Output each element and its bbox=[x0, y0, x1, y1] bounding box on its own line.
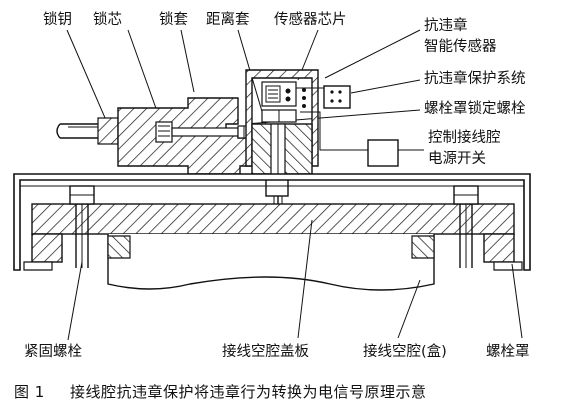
bottom-leader-lines bbox=[67, 219, 523, 341]
label-lock-core: 锁芯 bbox=[93, 11, 122, 28]
label-wiring-cavity-box: 接线空腔(盒) bbox=[363, 343, 447, 360]
figure-number: 图 1 bbox=[14, 383, 45, 401]
protection-system-box bbox=[323, 85, 351, 109]
label-lock-sleeve: 锁套 bbox=[159, 11, 188, 28]
label-lock-pin: 锁钥 bbox=[43, 11, 72, 28]
label-spacer-sleeve: 距离套 bbox=[206, 11, 250, 28]
wiring-cavity-box bbox=[23, 233, 523, 291]
power-switch-box bbox=[367, 139, 399, 167]
sensor-housing bbox=[245, 69, 319, 270]
label-cavity-cover-plate: 接线空腔盖板 bbox=[222, 342, 309, 360]
cavity-cover-plate bbox=[31, 203, 515, 235]
bolt-cover bbox=[13, 173, 531, 271]
fastening-bolt-right bbox=[453, 185, 479, 268]
label-bolt-cover: 螺栓罩 bbox=[486, 343, 530, 360]
label-sensor-chip: 传感器芯片 bbox=[274, 11, 347, 28]
fastening-bolt-left bbox=[69, 185, 95, 268]
label-bolt-cover-lock-bolt: 螺栓罩锁定螺栓 bbox=[424, 100, 526, 117]
label-anti-tamper-sensor-2: 智能传感器 bbox=[424, 38, 497, 55]
figure-caption: 接线腔抗违章保护将违章行为转换为电信号原理示意 bbox=[70, 383, 427, 401]
label-protection-system: 抗违章保护系统 bbox=[424, 69, 526, 87]
label-power-switch: 电源开关 bbox=[428, 150, 486, 167]
label-anti-tamper-sensor-1: 抗违章 bbox=[424, 16, 468, 34]
lock-key bbox=[56, 117, 119, 145]
label-control-wiring-cavity: 控制接线腔 bbox=[428, 129, 501, 146]
sensor-wiring bbox=[296, 85, 424, 167]
label-fastening-bolt: 紧固螺栓 bbox=[24, 343, 82, 360]
lock-sleeve-body bbox=[117, 97, 251, 175]
